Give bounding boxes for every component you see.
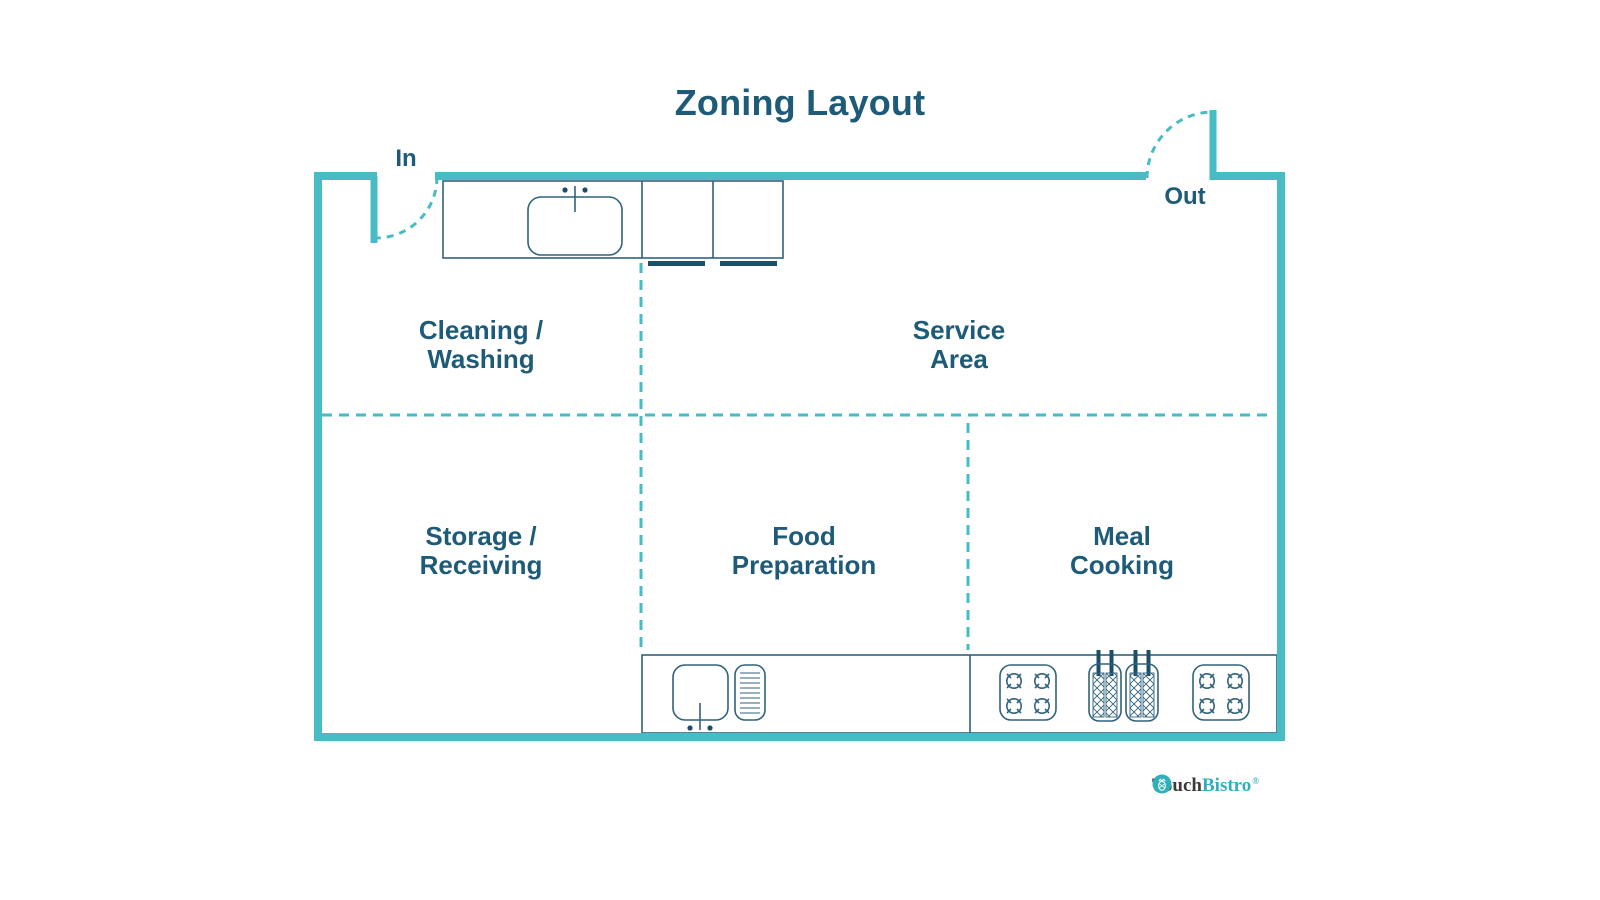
zone-label-storage-receiving: Storage / Receiving [321,522,641,580]
prep-counter [641,654,1278,734]
zone-label-food-preparation: Food Preparation [644,522,964,580]
touchbistro-logo: TouchBistro® [1152,774,1259,798]
zone-label-line: Meal [1093,521,1151,551]
in-door-swing-arc [375,176,439,240]
outer-walls [314,172,1285,741]
stove-icon [1000,665,1056,720]
zone-label-line: Cleaning / [418,315,544,345]
dishwasher-icon [648,261,705,266]
diagram-title: Zoning Layout [674,82,926,123]
zone-label-line: Storage / [425,521,537,551]
zone-label-line: Washing [427,344,535,374]
registered-mark: ® [1252,775,1259,786]
stove-icon [1193,665,1249,720]
pineapple-logo-icon [1152,774,1172,794]
door-in-label: In [395,145,417,172]
zone-label-line: Area [930,344,988,374]
prep-sink-icon [672,664,729,731]
zone-label-meal-cooking: Meal Cooking [962,522,1282,580]
dishwasher-icon [720,261,777,266]
zone-label-line: Preparation [731,550,877,580]
prep-grate-icon [734,664,766,721]
zone-label-line: Service [912,315,1006,345]
door-out-label: Out [1164,183,1206,210]
zone-label-line: Cooking [1070,550,1174,580]
zone-label-service-area: Service Area [799,316,1119,374]
out-door-swing-arc [1145,110,1214,179]
logo-text-bistro: Bistro [1202,775,1252,796]
zone-label-line: Receiving [419,550,543,580]
deep-fryer-icon [1125,649,1159,722]
wash-sink-icon [527,186,623,256]
zone-label-line: Food [772,521,836,551]
wash-counter [442,180,784,259]
zone-label-cleaning-washing: Cleaning / Washing [321,316,641,374]
deep-fryer-icon [1088,649,1122,722]
